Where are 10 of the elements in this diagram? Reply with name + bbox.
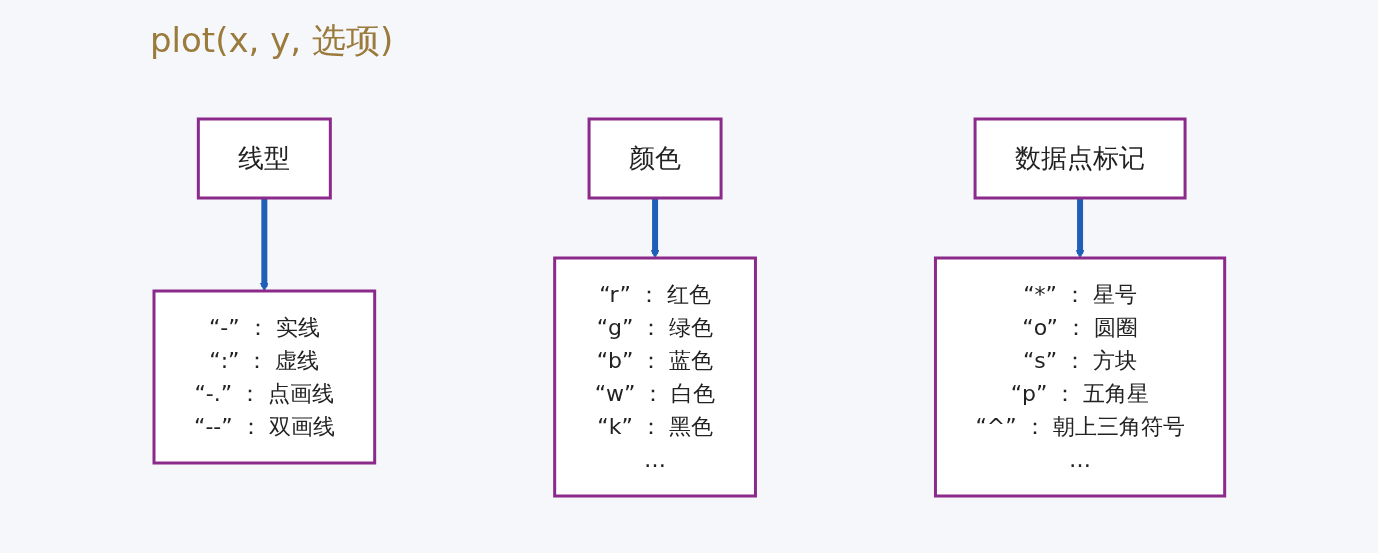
node-box: 线型 <box>196 117 332 200</box>
node-box: “*” ： 星号 “o” ： 圆圈 “s” ： 方块 “p” ： 五角星 “^” ： 朝上三角符号 … <box>933 256 1226 498</box>
node-box: 颜色 <box>587 117 723 200</box>
node-box: 数据点标记 <box>973 117 1187 200</box>
node-box: “r” ： 红色 “g” ： 绿色 “b” ： 蓝色 “w” ： 白色 “k” ： 黑色 … <box>552 256 757 498</box>
diagram-title: plot(x, y, 选项) <box>150 19 394 62</box>
arrow <box>650 198 660 259</box>
node-box: “-” ： 实线 “:” ： 虚线 “-.” ： 点画线 “--” ： 双画线 <box>152 289 376 465</box>
arrow <box>259 198 269 292</box>
arrow <box>1075 198 1085 259</box>
